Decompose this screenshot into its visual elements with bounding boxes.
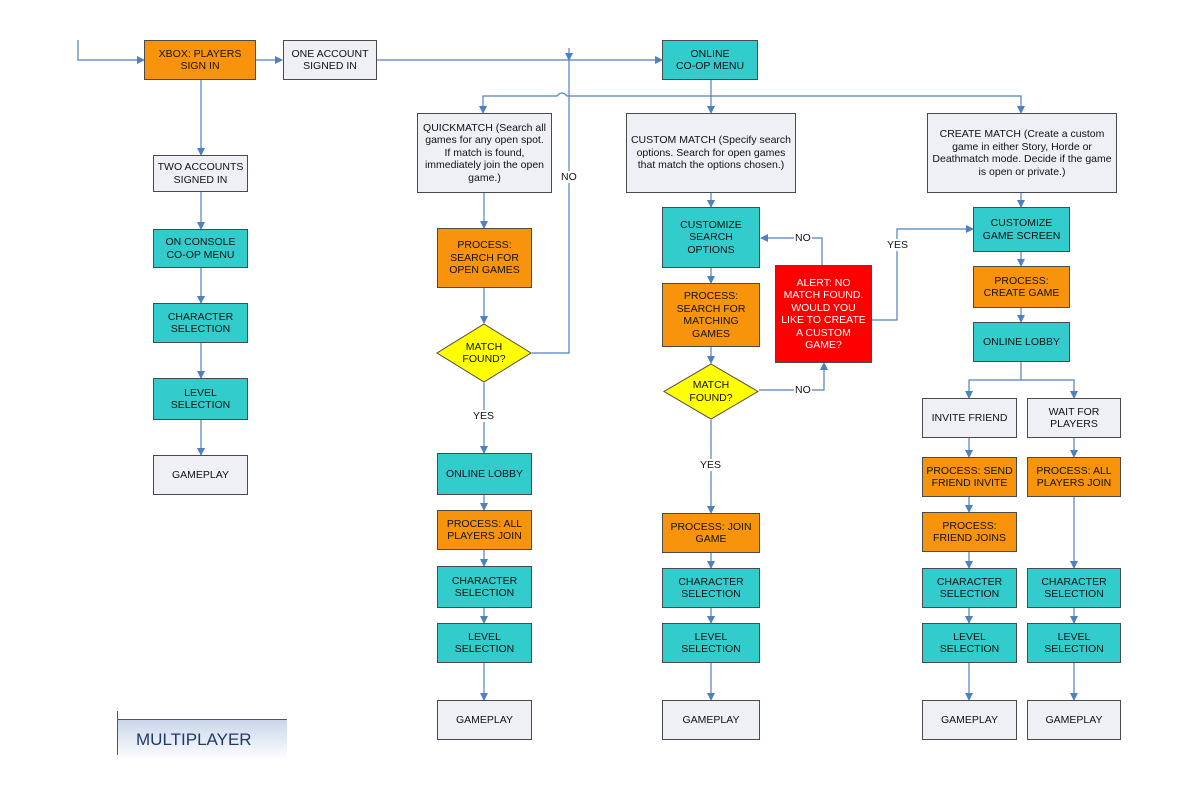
multiplayer-legend: MULTIPLAYER [117,711,287,761]
cm-match-found-decision: MATCH FOUND? [663,363,759,420]
left-level-selection-box: LEVEL SELECTION [153,378,248,420]
qm-level-selection-box: LEVEL SELECTION [437,623,532,663]
cm-character-selection-box: CHARACTER SELECTION [662,568,760,608]
cm-no-label: NO [794,384,812,396]
cr-gameplay-a-box: GAMEPLAY [922,700,1017,740]
qm-all-join-box: PROCESS: ALL PLAYERS JOIN [437,510,532,550]
cr-character-selection-a-box: CHARACTER SELECTION [922,568,1017,608]
cm-yes-label: YES [699,459,723,471]
custom-match-box: CUSTOM MATCH (Specify search options. Se… [626,113,796,193]
edge-online-menu-create [711,95,1025,114]
wait-all-join-box: PROCESS: ALL PLAYERS JOIN [1027,457,1121,497]
cm-level-selection-box: LEVEL SELECTION [662,623,760,663]
qm-match-found-label: MATCH FOUND? [462,340,506,366]
alert-no-label: NO [794,232,812,244]
edge-lobby-wait [1021,379,1078,399]
cm-match-found-label: MATCH FOUND? [689,379,733,404]
qm-match-found-decision: MATCH FOUND? [436,323,532,383]
cm-search-process-box: PROCESS: SEARCH FOR MATCHING GAMES [662,283,760,347]
qm-yes-label: YES [472,410,496,422]
one-account-box: ONE ACCOUNT SIGNED IN [283,40,377,80]
customize-search-box: CUSTOMIZE SEARCH OPTIONS [662,207,760,268]
customize-game-screen-box: CUSTOMIZE GAME SCREEN [973,207,1070,252]
invite-friend-box: INVITE FRIEND [922,398,1017,438]
qm-online-lobby-box: ONLINE LOBBY [437,453,532,495]
edge-lobby-invite [965,362,1022,399]
cr-level-selection-b-box: LEVEL SELECTION [1027,623,1121,663]
alert-no-match-box: ALERT: NO MATCH FOUND. WOULD YOU LIKE TO… [775,265,872,363]
qm-no-label: NO [560,171,578,183]
online-coop-menu-box: ONLINE CO-OP MENU [662,40,758,80]
create-game-process-box: PROCESS: CREATE GAME [973,266,1070,308]
two-accounts-box: TWO ACCOUNTS SIGNED IN [153,155,248,192]
cr-gameplay-b-box: GAMEPLAY [1027,700,1121,740]
legend-left-rule [117,711,118,755]
left-character-selection-box: CHARACTER SELECTION [153,303,248,343]
send-friend-invite-box: PROCESS: SEND FRIEND INVITE [922,457,1017,497]
cm-gameplay-box: GAMEPLAY [662,700,760,740]
alert-yes-label: YES [886,239,910,251]
cm-join-game-box: PROCESS: JOIN GAME [662,513,760,553]
edge-online-menu-quickmatch [479,92,711,114]
left-gameplay-box: GAMEPLAY [153,455,248,495]
qm-gameplay-box: GAMEPLAY [437,700,532,740]
edge-cm-match-no [759,362,828,391]
wait-for-players-box: WAIT FOR PLAYERS [1027,398,1121,438]
quickmatch-box: QUICKMATCH (Search all games for any ope… [417,113,552,193]
qm-character-selection-box: CHARACTER SELECTION [437,566,532,608]
legend-top-rule [117,719,287,720]
edge-alert-no [760,234,823,265]
cr-online-lobby-box: ONLINE LOBBY [973,322,1070,362]
edge-match-no [532,48,573,354]
legend-label: MULTIPLAYER [118,720,287,760]
entry-arrow [77,40,145,64]
console-coop-menu-box: ON CONSOLE CO-OP MENU [153,229,248,268]
cr-character-selection-b-box: CHARACTER SELECTION [1027,568,1121,608]
create-match-box: CREATE MATCH (Create a custom game in ei… [927,113,1117,193]
xbox-sign-in-box: XBOX: PLAYERS SIGN IN [144,40,256,80]
friend-joins-box: PROCESS: FRIEND JOINS [922,512,1017,552]
cr-level-selection-a-box: LEVEL SELECTION [922,623,1017,663]
qm-search-process-box: PROCESS: SEARCH FOR OPEN GAMES [437,228,532,288]
